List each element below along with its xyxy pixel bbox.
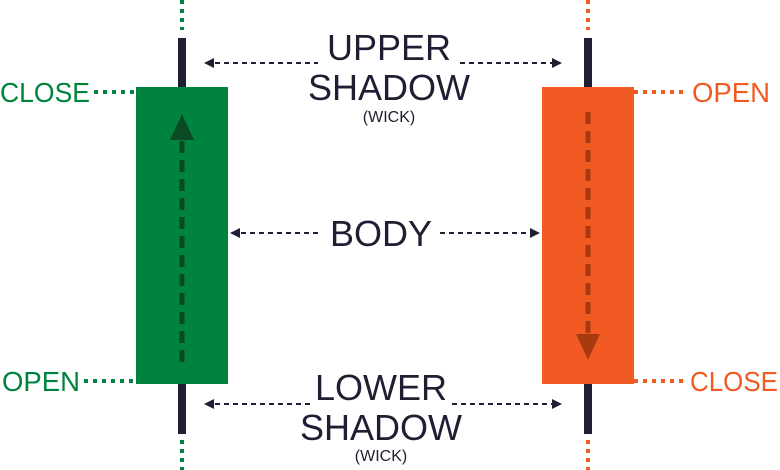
open-left-label: OPEN <box>2 366 80 397</box>
upper-shadow-title-line2: SHADOW <box>308 67 470 108</box>
bearish-lower-wick <box>584 384 592 434</box>
bullish-up-arrow-icon <box>170 114 194 140</box>
body-title: BODY <box>330 213 432 254</box>
bearish-candle <box>542 0 688 470</box>
bullish-upper-wick <box>178 38 186 88</box>
upper-shadow-wick-note: (WICK) <box>363 109 415 126</box>
bullish-lower-wick <box>178 384 186 434</box>
lower-shadow-title-line2: SHADOW <box>300 407 462 448</box>
bullish-candle <box>84 0 228 470</box>
upper-shadow-title-line1: UPPER <box>327 27 451 68</box>
close-left-label: CLOSE <box>0 77 90 108</box>
lower-shadow-title-line1: LOWER <box>315 367 447 408</box>
lower-shadow-wick-note: (WICK) <box>355 448 407 465</box>
bearish-upper-wick <box>584 38 592 88</box>
open-right-label: OPEN <box>692 77 770 108</box>
bearish-down-arrow-icon <box>576 334 600 360</box>
close-right-label: CLOSE <box>690 366 778 397</box>
